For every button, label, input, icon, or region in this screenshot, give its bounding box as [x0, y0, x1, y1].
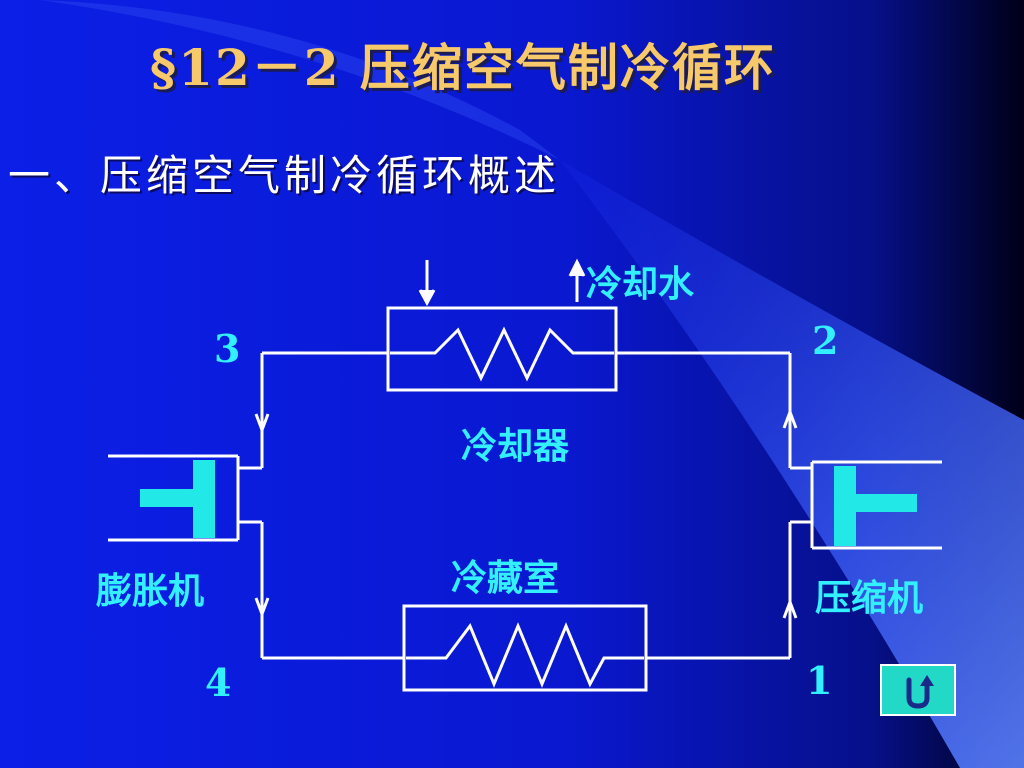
expander-piston — [140, 460, 215, 538]
state-1-label: 1 — [806, 658, 832, 703]
cold-storage-box — [402, 604, 648, 692]
compressor-label: 压缩机 — [815, 578, 923, 619]
cooler-coil — [390, 326, 614, 382]
state-2-label: 2 — [812, 318, 838, 363]
cooling-water-label: 冷却水 — [586, 264, 695, 305]
flow-arrow-up-right-bottom — [782, 597, 798, 619]
cooler-box — [386, 306, 618, 392]
compressor-piston — [834, 466, 917, 546]
state-4-label: 4 — [205, 660, 231, 705]
state-3-label: 3 — [214, 326, 240, 371]
flow-arrow-down-left-bottom — [254, 597, 270, 619]
cold-storage-label: 冷藏室 — [451, 558, 559, 599]
expander-label: 膨胀机 — [96, 571, 204, 612]
flow-arrow-down-left-top — [254, 413, 270, 435]
return-u-turn-icon — [906, 675, 934, 709]
cold-storage-coil — [406, 622, 644, 688]
slide-title: §12－2 压缩空气制冷循环 — [150, 38, 776, 97]
return-button[interactable] — [880, 664, 956, 716]
flow-arrow-up-right-top — [782, 407, 798, 429]
section-heading: 一、压缩空气制冷循环概述 — [8, 151, 561, 200]
cooler-label: 冷却器 — [461, 426, 570, 467]
